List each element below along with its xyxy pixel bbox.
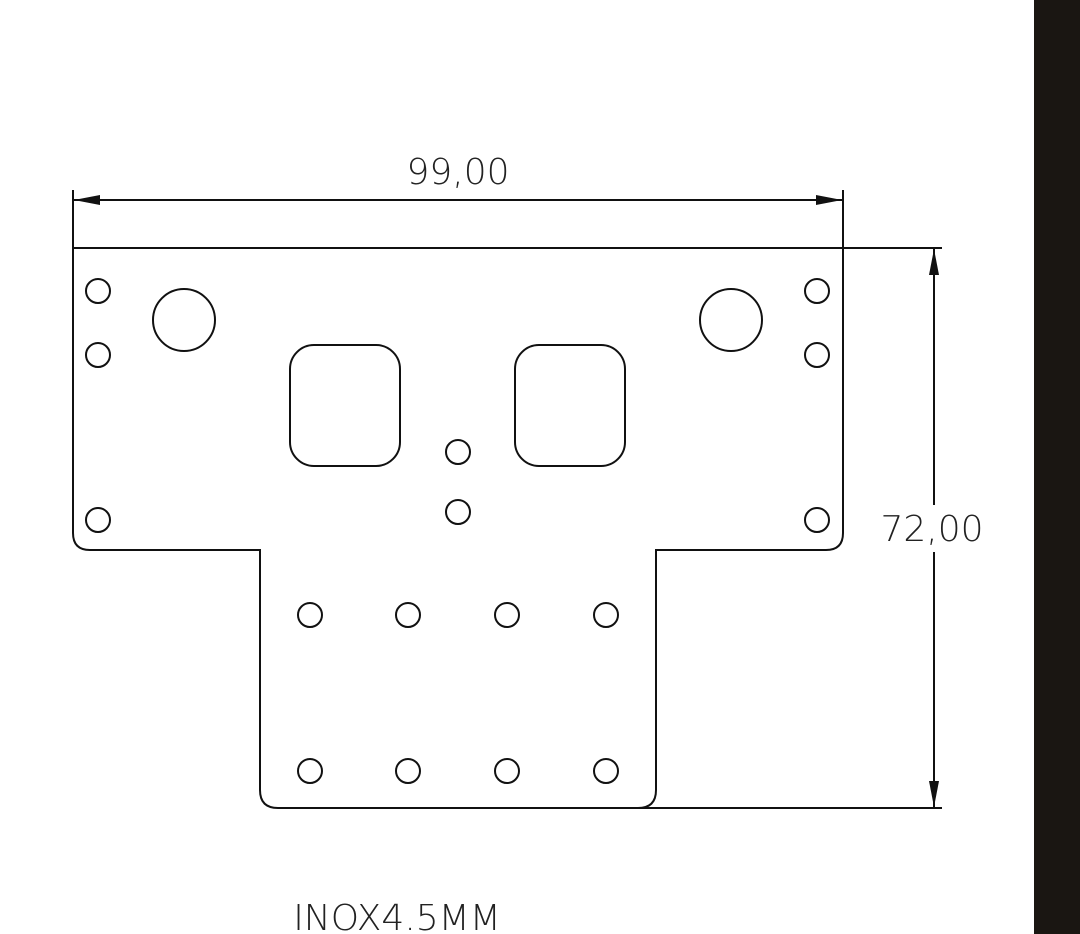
plate-outline bbox=[72, 247, 844, 809]
hole bbox=[297, 758, 323, 784]
hole bbox=[804, 278, 830, 304]
cutout-left bbox=[289, 344, 401, 467]
large-hole-left bbox=[152, 288, 216, 352]
hole bbox=[85, 507, 111, 533]
hole bbox=[85, 342, 111, 368]
hole bbox=[804, 507, 830, 533]
arrow-left-icon bbox=[74, 195, 100, 205]
hole bbox=[395, 758, 421, 784]
small-holes bbox=[85, 278, 830, 784]
hole bbox=[297, 602, 323, 628]
hole bbox=[494, 758, 520, 784]
dark-side-bar bbox=[1034, 0, 1080, 934]
hole bbox=[494, 602, 520, 628]
hole bbox=[85, 278, 111, 304]
hole bbox=[395, 602, 421, 628]
arrow-right-icon bbox=[816, 195, 842, 205]
width-dimension: 99,00 bbox=[72, 152, 844, 248]
arrow-up-icon bbox=[929, 249, 939, 275]
large-hole-right bbox=[699, 288, 763, 352]
arrow-down-icon bbox=[929, 781, 939, 807]
hole bbox=[445, 499, 471, 525]
hole bbox=[445, 439, 471, 465]
hole bbox=[804, 342, 830, 368]
height-dimension: 72,00 bbox=[638, 247, 984, 809]
width-dimension-label: 99,00 bbox=[406, 152, 509, 193]
height-dimension-label: 72,00 bbox=[880, 509, 983, 550]
material-note: INOX4.5MM bbox=[293, 898, 501, 934]
cutout-right bbox=[514, 344, 626, 467]
hole bbox=[593, 602, 619, 628]
hole bbox=[593, 758, 619, 784]
